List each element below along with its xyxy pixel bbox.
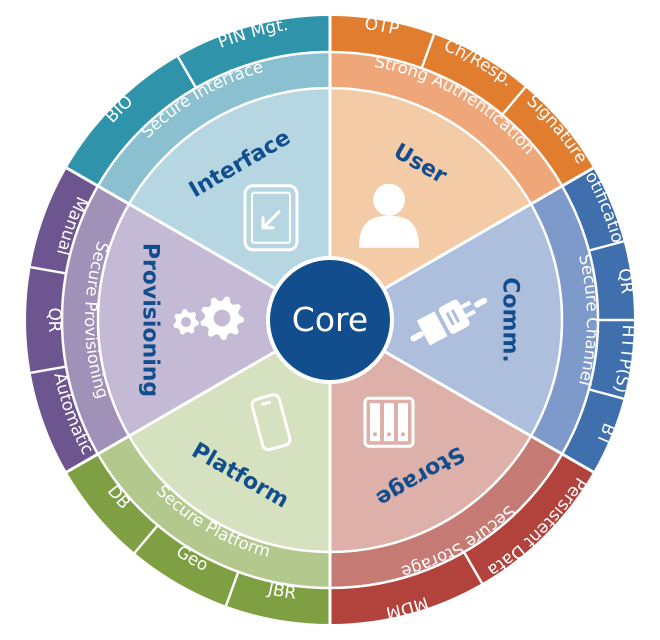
sector-divider-2 [382,349,595,474]
smartphone-icon [250,393,292,452]
ring-segment-comm [530,186,598,454]
outer-divider-platform-2 [133,524,159,554]
outer-segment-storage [330,454,594,624]
outer-divider-provisioning-1 [30,365,67,374]
sector-storage [330,350,531,552]
sector-interface [129,88,330,290]
outer-divider-storage-1 [462,551,484,584]
sector-divider-4 [65,349,278,474]
outer-label-provisioning-1: QR [44,307,64,333]
sector-icons [173,183,488,452]
outer-divider-user-1 [420,33,436,69]
ring-separator-inner [96,86,564,554]
gears-icon [173,296,244,340]
outer-segment-platform [66,454,331,624]
sector-divider-1 [382,166,595,291]
outer-divider-platform-1 [224,571,240,607]
outer-segment-user [330,16,594,186]
sector-dividers [30,16,634,624]
sector-title-provisioning: Provisioning [138,243,163,397]
plug-icon [410,297,488,346]
core-label: Core [292,300,368,339]
outer-divider-provisioning-2 [30,266,67,275]
sector-divider-5 [65,166,278,291]
core: Core [266,256,394,384]
outer-divider-comm-3 [588,388,624,400]
storage-cabinet-icon [363,396,415,448]
inner-sectors [98,88,562,552]
sector-title-comm: Comm. [498,277,523,362]
user-icon [359,183,419,248]
ring-separator-outer [60,50,600,590]
ring-segment-provisioning [61,186,130,454]
sector-comm [382,204,562,436]
outer-label-comm-1: QR [614,267,637,295]
outer-segment-interface [66,16,331,186]
core-circle [266,256,394,384]
outer-divider-user-2 [501,86,527,116]
outer-divider-interface-1 [176,56,198,89]
tablet-icon [243,184,299,252]
outer-divider-comm-1 [588,240,624,252]
